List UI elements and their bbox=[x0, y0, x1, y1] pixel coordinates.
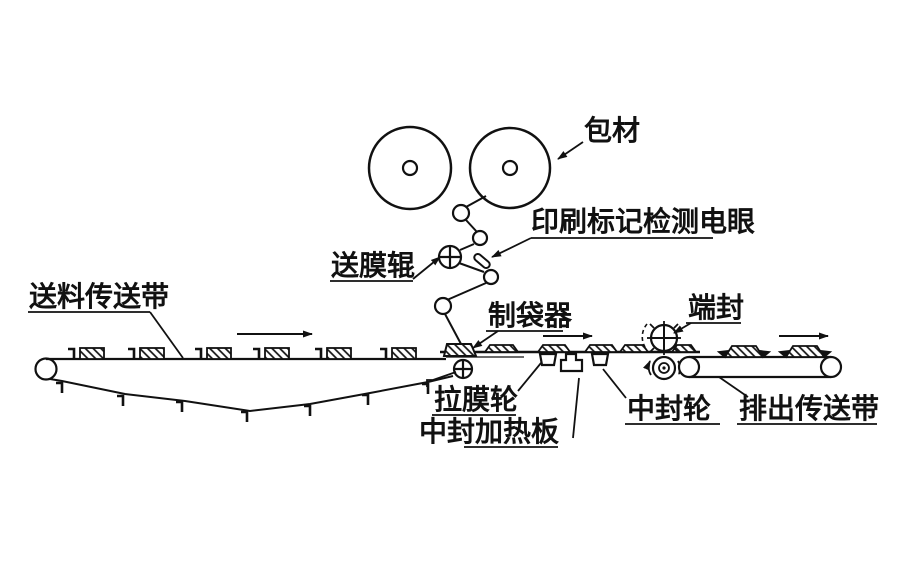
discharge-packages bbox=[716, 345, 833, 359]
film-reel-right bbox=[468, 126, 552, 210]
label-film-feed-roller: 送膜辊 bbox=[331, 249, 415, 281]
end-seal-upper-wheel bbox=[641, 321, 681, 355]
feed-conveyor-belt bbox=[34, 357, 454, 413]
feed-conveyor-lugs-top bbox=[68, 347, 388, 359]
label-feed-conveyor: 送料传送带 bbox=[29, 281, 169, 312]
print-mark-photo-eye bbox=[473, 252, 491, 270]
label-bag-former: 制袋器 bbox=[488, 300, 573, 331]
feed-conveyor-products bbox=[79, 347, 417, 360]
film-pull-wheel bbox=[452, 358, 474, 380]
film-reel-left bbox=[367, 125, 453, 211]
label-film-pull-wheel: 拉膜轮 bbox=[434, 383, 518, 415]
label-end-seal: 端封 bbox=[688, 292, 744, 323]
discharge-conveyor-belt bbox=[677, 355, 843, 379]
film-feed-roller-wheel bbox=[437, 244, 463, 270]
feed-conveyor-return-lugs bbox=[56, 381, 430, 422]
center-seal-wheel-rear bbox=[590, 352, 610, 367]
label-center-seal-wheel: 中封轮 bbox=[627, 393, 711, 424]
film-tube-products bbox=[483, 344, 698, 353]
leader-lines bbox=[28, 141, 877, 448]
film-web-path bbox=[444, 195, 487, 345]
label-center-seal-heater-plate: 中封加热板 bbox=[419, 416, 559, 447]
label-discharge-conveyor: 排出传送带 bbox=[739, 393, 879, 424]
film-guide-rollers bbox=[433, 203, 500, 316]
bag-former bbox=[442, 343, 478, 357]
label-print-mark-sensor: 印刷标记检测电眼 bbox=[531, 205, 755, 237]
center-seal-wheel-front bbox=[538, 352, 558, 367]
end-seal-lower-wheel bbox=[643, 355, 686, 381]
center-seal-heater-plate-unit bbox=[559, 352, 584, 373]
label-packaging-material: 包材 bbox=[584, 115, 640, 146]
